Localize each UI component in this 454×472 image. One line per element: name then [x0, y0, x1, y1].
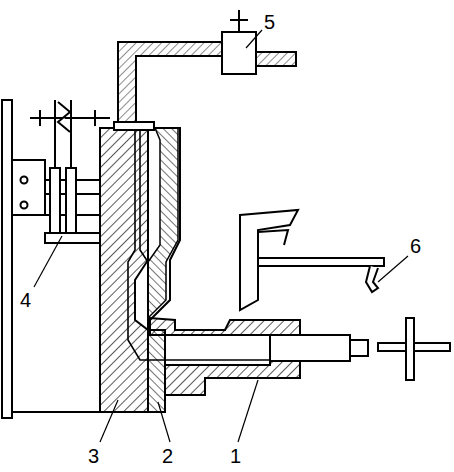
pipe	[118, 42, 222, 128]
back-plate	[2, 100, 12, 418]
valve	[222, 10, 296, 74]
callout-number: 6	[410, 236, 421, 256]
callout-number: 1	[230, 446, 241, 466]
callout-number: 4	[20, 290, 31, 310]
leader-lines	[34, 30, 408, 442]
callout-number: 5	[264, 12, 275, 32]
strip-part	[148, 330, 165, 412]
holder	[30, 100, 110, 243]
nozzle	[270, 335, 350, 361]
callout-number: 3	[88, 446, 99, 466]
column-part	[100, 128, 148, 412]
callout-number: 2	[162, 446, 173, 466]
